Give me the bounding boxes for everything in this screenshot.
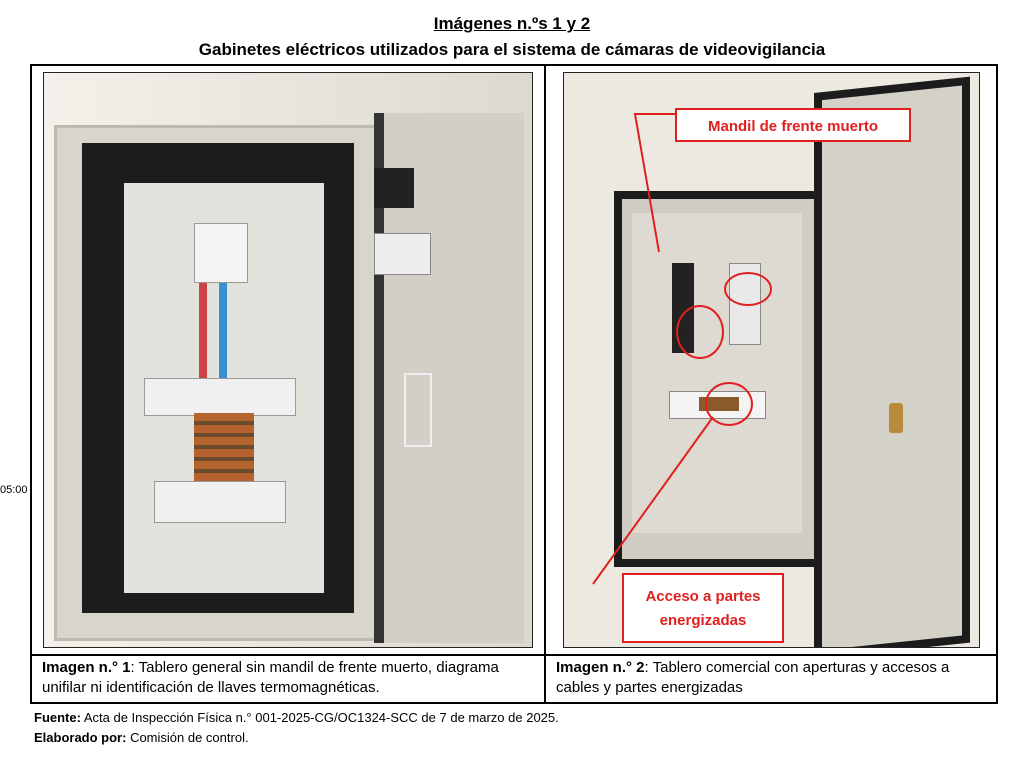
- author-note: Elaborado por: Comisión de control.: [34, 730, 249, 745]
- highlight-circle: [705, 382, 753, 426]
- caption-label: Imagen n.° 1: [42, 659, 131, 676]
- caption-text: : Tablero comercial con aperturas y acce…: [556, 659, 950, 696]
- breaker-row: [154, 481, 286, 523]
- annotation-dead-front: Mandil de frente muerto: [675, 108, 911, 142]
- door-lock-key-icon: [889, 403, 903, 433]
- annotation-energized-access: Acceso a partes energizadas: [622, 573, 784, 643]
- figure-table: [30, 64, 998, 704]
- busbar: [194, 413, 254, 493]
- author-text: Comisión de control.: [126, 730, 249, 745]
- figure-subtitle: Gabinetes eléctricos utilizados para el …: [198, 40, 826, 59]
- source-note: Fuente: Acta de Inspección Física n.° 00…: [34, 710, 559, 725]
- main-breaker: [194, 223, 248, 283]
- photo-1-electrical-cabinet: [43, 72, 533, 648]
- margin-time: 05:00: [0, 484, 28, 496]
- source-text: Acta de Inspección Física n.° 001-2025-C…: [80, 710, 559, 725]
- caption-image-2: Imagen n.° 2: Tablero comercial con aper…: [556, 658, 992, 698]
- row-divider: [30, 654, 998, 656]
- annotation-arrows: [592, 113, 714, 585]
- figure-title: Imágenes n.ºs 1 y 2: [433, 14, 591, 33]
- caption-label: Imagen n.° 2: [556, 659, 645, 676]
- breaker-row: [144, 378, 296, 416]
- highlight-circle: [676, 305, 724, 359]
- dead-front-panel: [632, 213, 802, 533]
- highlight-circle: [724, 272, 772, 306]
- source-label: Fuente:: [34, 710, 81, 725]
- caption-text: : Tablero general sin mandil de frente m…: [42, 659, 499, 696]
- author-label: Elaborado por:: [34, 730, 127, 745]
- caption-image-1: Imagen n.° 1: Tablero general sin mandil…: [42, 658, 540, 698]
- column-divider: [544, 64, 546, 704]
